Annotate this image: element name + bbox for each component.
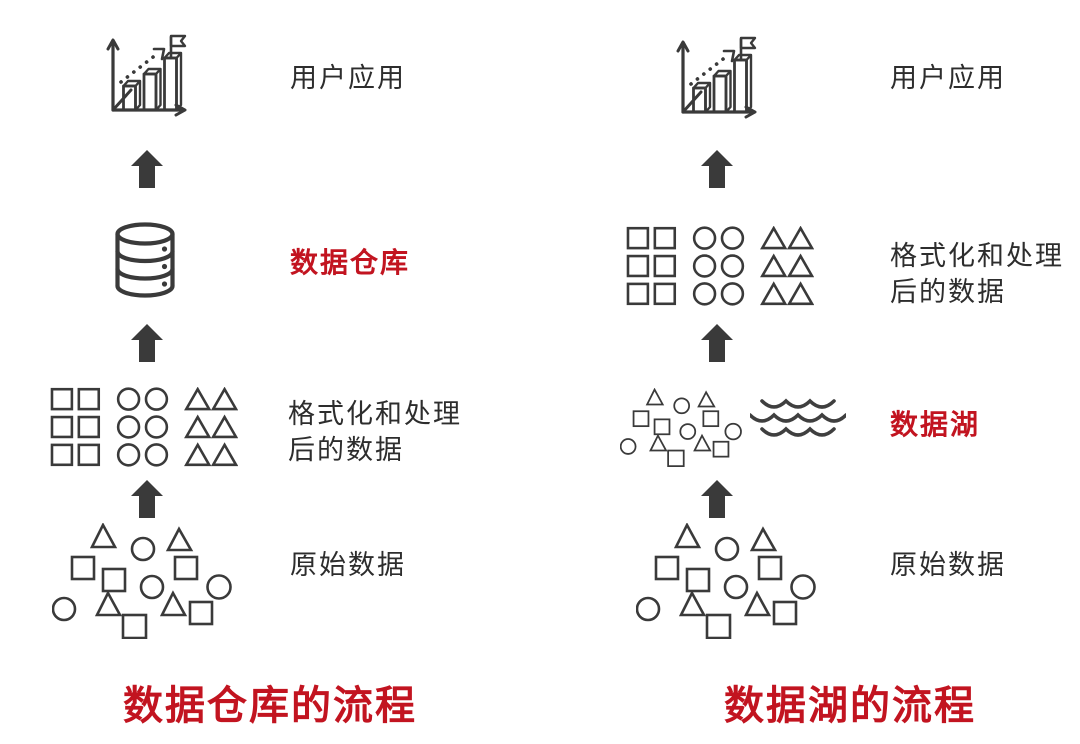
scattered-shapes-small-icon [620, 388, 742, 467]
database-cylinder-icon [113, 222, 177, 300]
scattered-shapes-icon [636, 523, 816, 639]
up-arrow-icon [131, 480, 163, 518]
sorted-shapes-grid-icon [50, 387, 238, 467]
stage-label-formatted-line1: 格式化和处理 [288, 399, 462, 429]
sorted-shapes-grid-icon [626, 226, 814, 306]
stage-label-user-apps: 用户应用 [890, 63, 1006, 93]
up-arrow-icon [701, 324, 733, 362]
warehouse-flow-title: 数据仓库的流程 [123, 684, 417, 728]
stage-label-raw-data: 原始数据 [290, 550, 406, 580]
stage-label-lake: 数据湖 [890, 409, 981, 440]
growth-chart-icon [671, 34, 761, 120]
up-arrow-icon [131, 150, 163, 188]
up-arrow-icon [131, 324, 163, 362]
growth-chart-icon [101, 32, 191, 118]
stage-label-formatted-line2: 后的数据 [288, 435, 404, 465]
up-arrow-icon [701, 150, 733, 188]
up-arrow-icon [701, 480, 733, 518]
water-waves-icon [750, 394, 846, 442]
stage-label-formatted-line1: 格式化和处理 [890, 241, 1064, 271]
stage-label-warehouse: 数据仓库 [290, 247, 411, 278]
stage-label-user-apps: 用户应用 [290, 63, 406, 93]
stage-label-formatted: 格式化和处理 后的数据 [890, 238, 1064, 310]
stage-label-formatted: 格式化和处理 后的数据 [288, 396, 462, 468]
scattered-shapes-icon [52, 523, 232, 639]
lake-flow-title: 数据湖的流程 [724, 684, 976, 728]
stage-label-raw-data: 原始数据 [890, 550, 1006, 580]
stage-label-formatted-line2: 后的数据 [890, 277, 1006, 307]
